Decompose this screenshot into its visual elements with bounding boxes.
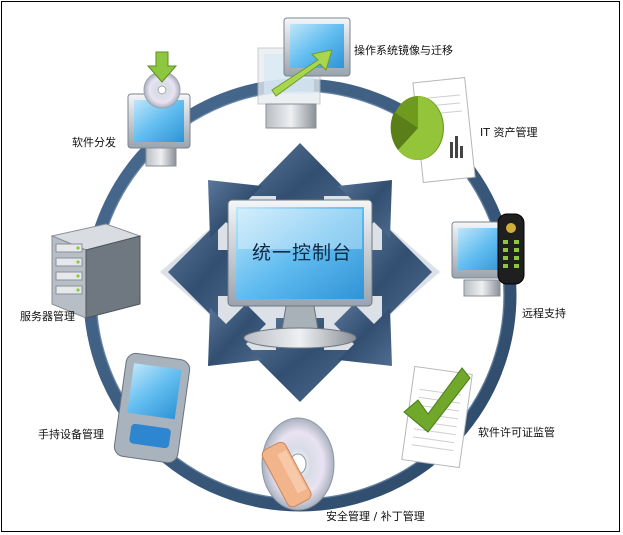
label-server-mgmt: 服务器管理: [20, 310, 75, 323]
checklist-document-icon: [401, 365, 473, 469]
label-software-dist: 软件分发: [72, 136, 116, 149]
console-title: 统一控制台: [251, 242, 352, 264]
arrow-right: [350, 222, 432, 322]
label-handheld-mgmt: 手持设备管理: [38, 428, 104, 441]
pie-chart-report-icon: [390, 77, 476, 183]
console-monitor: [227, 199, 373, 349]
label-os-imaging: 操作系统镜像与迁移: [354, 44, 453, 57]
label-it-asset: IT 资产管理: [480, 126, 538, 139]
label-patch-mgmt: 安全管理 / 补丁管理: [326, 510, 425, 523]
download-disc-monitor-icon: [127, 51, 191, 167]
arrow-down-right: [334, 304, 392, 366]
bandaged-disc-icon: [261, 417, 335, 511]
label-license-mgmt: 软件许可证监管: [478, 426, 555, 439]
arrow-up: [248, 143, 352, 228]
monitor-migrate-icon: [257, 17, 351, 129]
arrow-down: [248, 318, 352, 402]
server-rack-icon: [50, 223, 142, 319]
handheld-device-icon: [113, 352, 191, 464]
remote-control-icon: [451, 213, 525, 297]
arrow-left: [168, 222, 250, 322]
arrow-down-left: [208, 304, 266, 366]
label-remote-support: 远程支持: [522, 307, 566, 320]
